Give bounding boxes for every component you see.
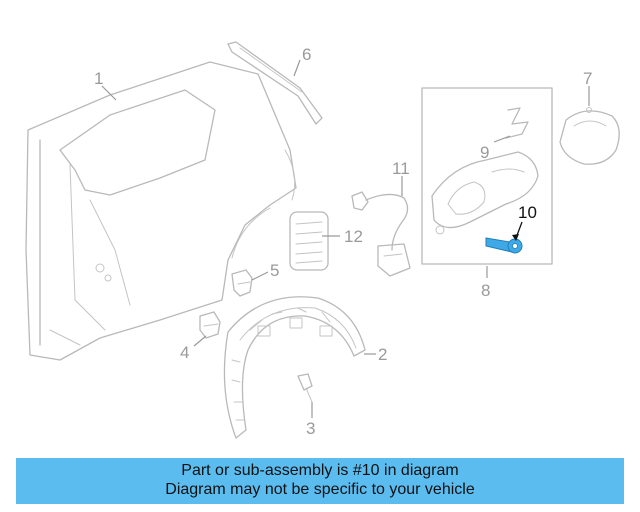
callout-3: 3 — [306, 419, 315, 438]
clip-part-4 — [199, 311, 221, 339]
callout-labels: 1 6 7 9 11 10 12 5 8 4 2 3 — [94, 45, 592, 438]
highlighted-part-10 — [485, 237, 523, 254]
screw-part-3 — [297, 373, 313, 403]
notice-banner: Part or sub-assembly is #10 in diagram D… — [16, 458, 624, 504]
quarter-panel-part — [25, 61, 297, 361]
banner-line-1: Part or sub-assembly is #10 in diagram — [181, 462, 459, 479]
callout-2: 2 — [378, 345, 387, 364]
roof-molding-part — [227, 41, 323, 125]
callout-8: 8 — [481, 281, 490, 300]
callout-6: 6 — [302, 45, 311, 64]
fuel-door-part — [559, 107, 620, 165]
spring-clip-part — [505, 107, 529, 139]
callout-9: 9 — [480, 143, 489, 162]
callout-7: 7 — [583, 69, 592, 88]
callout-11: 11 — [392, 159, 410, 178]
clip-part-5 — [231, 269, 253, 297]
fuel-door-assembly-box — [421, 87, 553, 265]
banner-line-2: Diagram may not be specific to your vehi… — [165, 481, 475, 498]
wheel-liner-part — [223, 296, 366, 439]
callout-12: 12 — [344, 227, 363, 246]
leader-lines — [101, 59, 590, 418]
release-cable-part — [351, 191, 411, 277]
callout-5: 5 — [270, 261, 279, 280]
callout-4: 4 — [180, 343, 189, 362]
callout-10: 10 — [518, 203, 537, 222]
callout-1: 1 — [94, 69, 103, 88]
vent-grille-part — [289, 211, 329, 271]
